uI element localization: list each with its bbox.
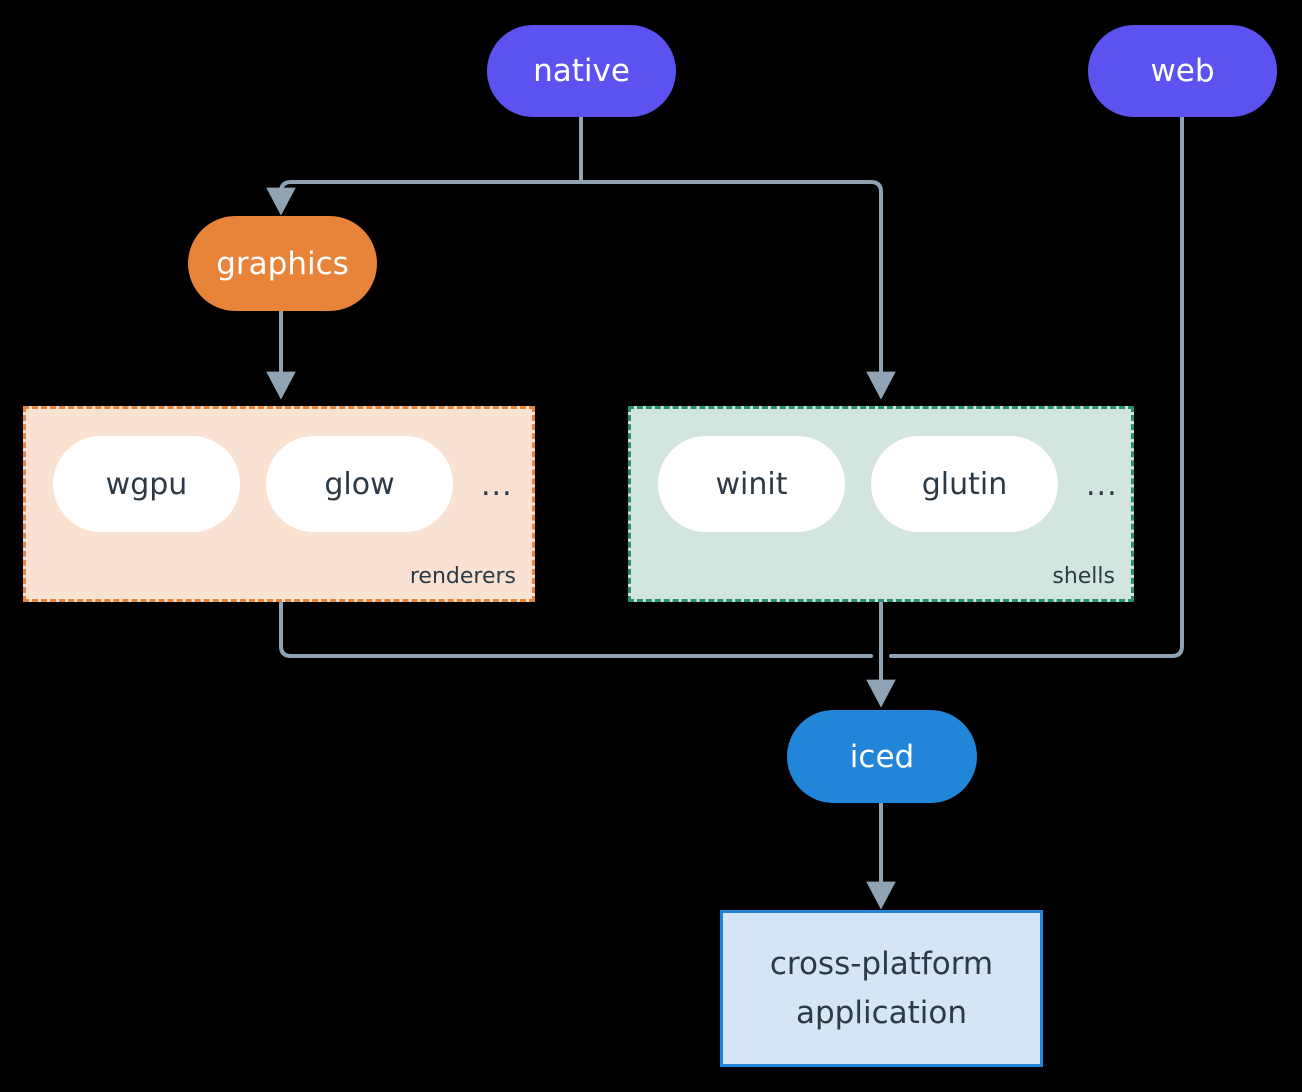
edge-native-to-shells <box>579 180 896 400</box>
edge-web-to-iced <box>889 115 1184 658</box>
leaf-glutin-label: glutin <box>921 466 1008 502</box>
node-graphics[interactable]: graphics <box>188 216 377 311</box>
leaf-winit[interactable]: winit <box>658 436 845 532</box>
edge-native-to-graphics <box>266 180 583 216</box>
node-graphics-label: graphics <box>216 245 349 282</box>
group-renderers: wgpu glow ... renderers <box>23 406 535 602</box>
leaf-glow[interactable]: glow <box>266 436 453 532</box>
node-web[interactable]: web <box>1088 25 1277 117</box>
group-shells-label: shells <box>1052 564 1115 589</box>
group-shells: winit glutin ... shells <box>628 406 1134 602</box>
node-web-label: web <box>1150 53 1215 89</box>
node-iced-label: iced <box>849 738 915 775</box>
node-iced[interactable]: iced <box>787 710 977 803</box>
leaf-glutin[interactable]: glutin <box>871 436 1058 532</box>
leaf-winit-label: winit <box>715 466 788 502</box>
application-label-line2: application <box>796 994 967 1031</box>
node-native[interactable]: native <box>487 25 676 117</box>
leaf-glow-label: glow <box>324 466 395 502</box>
shells-overflow-ellipsis: ... <box>1086 468 1118 503</box>
leaf-wgpu[interactable]: wgpu <box>53 436 240 532</box>
edge-renderers-to-iced <box>279 600 873 658</box>
node-native-label: native <box>533 53 630 89</box>
renderers-overflow-ellipsis: ... <box>481 468 513 503</box>
application-label-line1: cross-platform <box>769 946 994 983</box>
group-renderers-label: renderers <box>409 564 516 589</box>
node-cross-platform-application[interactable]: cross-platform application <box>720 910 1043 1067</box>
leaf-wgpu-label: wgpu <box>105 466 188 502</box>
